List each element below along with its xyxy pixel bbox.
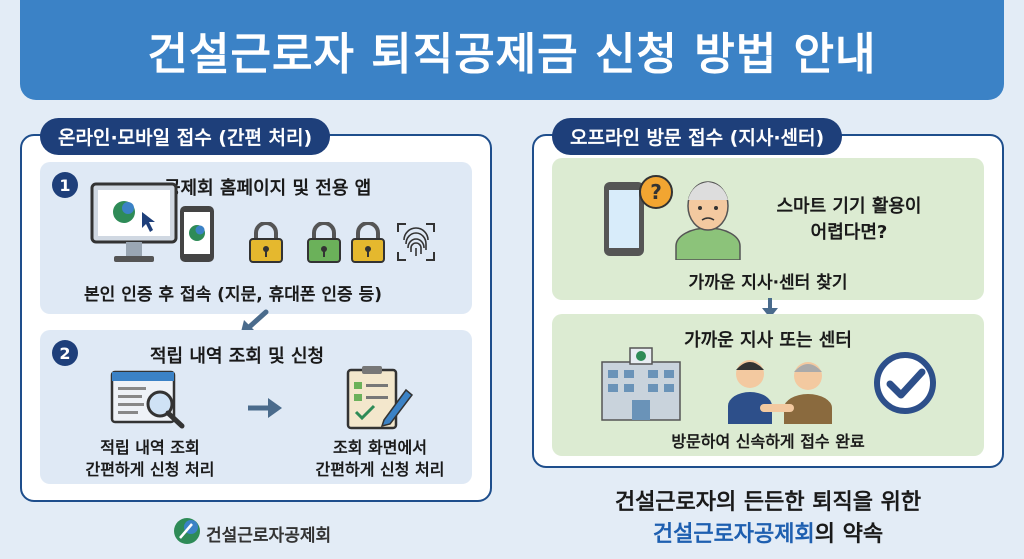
title-banner: 건설근로자 퇴직공제금 신청 방법 안내 — [20, 0, 1004, 100]
slogan-line2: 건설근로자공제회의 약속 — [532, 516, 1004, 548]
step2-left-caption-line1: 적립 내역 조회 — [100, 438, 200, 457]
offline-card1-line2: 어렵다면? — [810, 222, 888, 243]
cwma-logo-icon — [174, 518, 200, 544]
offline-card1-caption: 가까운 지사·센터 찾기 — [688, 273, 848, 293]
lock-icon-gold — [351, 222, 385, 263]
step1-heading: 공제회 홈페이지 및 전용 앱 — [164, 178, 372, 199]
arrow-right-icon — [248, 398, 282, 418]
phone-app-icon — [180, 206, 214, 262]
lock-icon-green — [307, 222, 341, 263]
elderly-person-icon — [675, 181, 741, 260]
check-circle-icon — [874, 352, 936, 414]
handshake-people-icon — [728, 360, 832, 424]
clipboard-pen-icon — [346, 366, 414, 430]
svg-text:?: ? — [650, 180, 662, 204]
slogan-line1: 건설근로자의 든든한 퇴직을 위한 — [614, 490, 922, 515]
step1-caption: 본인 인증 후 접속 (지문, 휴대폰 인증 등) — [84, 285, 383, 305]
phone-question-icon: ? — [604, 175, 673, 256]
online-panel-title: 온라인·모바일 접수 (간편 처리) — [40, 118, 331, 155]
offline-card2-heading: 가까운 지사 또는 센터 — [684, 330, 852, 351]
arrow-down-icon — [762, 298, 778, 318]
slogan-suffix: 의 약속 — [814, 522, 884, 547]
step1-number: 1 — [52, 172, 78, 198]
step2-right-caption-line2: 간편하게 신청 처리 — [315, 460, 445, 479]
fingerprint-icon — [397, 223, 435, 261]
page-title: 건설근로자 퇴직공제금 신청 방법 안내 — [147, 29, 877, 80]
step2-right-caption-line1: 조회 화면에서 — [333, 438, 427, 457]
slogan-highlight: 건설근로자공제회 — [652, 522, 815, 547]
step2-number: 2 — [52, 340, 78, 366]
building-icon — [601, 347, 681, 421]
monitor-icon — [90, 182, 178, 262]
offline-panel-title: 오프라인 방문 접수 (지사·센터) — [552, 118, 843, 155]
step2-heading: 적립 내역 조회 및 신청 — [150, 346, 325, 367]
lock-icon-yellow — [249, 222, 283, 263]
search-document-icon — [110, 370, 185, 429]
offline-card2-caption: 방문하여 신속하게 접수 완료 — [671, 432, 865, 451]
footer-logo-text: 건설근로자공제회 — [206, 526, 332, 546]
offline-card1-line1: 스마트 기기 활용이 — [776, 196, 922, 217]
step2-left-caption-line2: 간편하게 신청 처리 — [85, 460, 215, 479]
